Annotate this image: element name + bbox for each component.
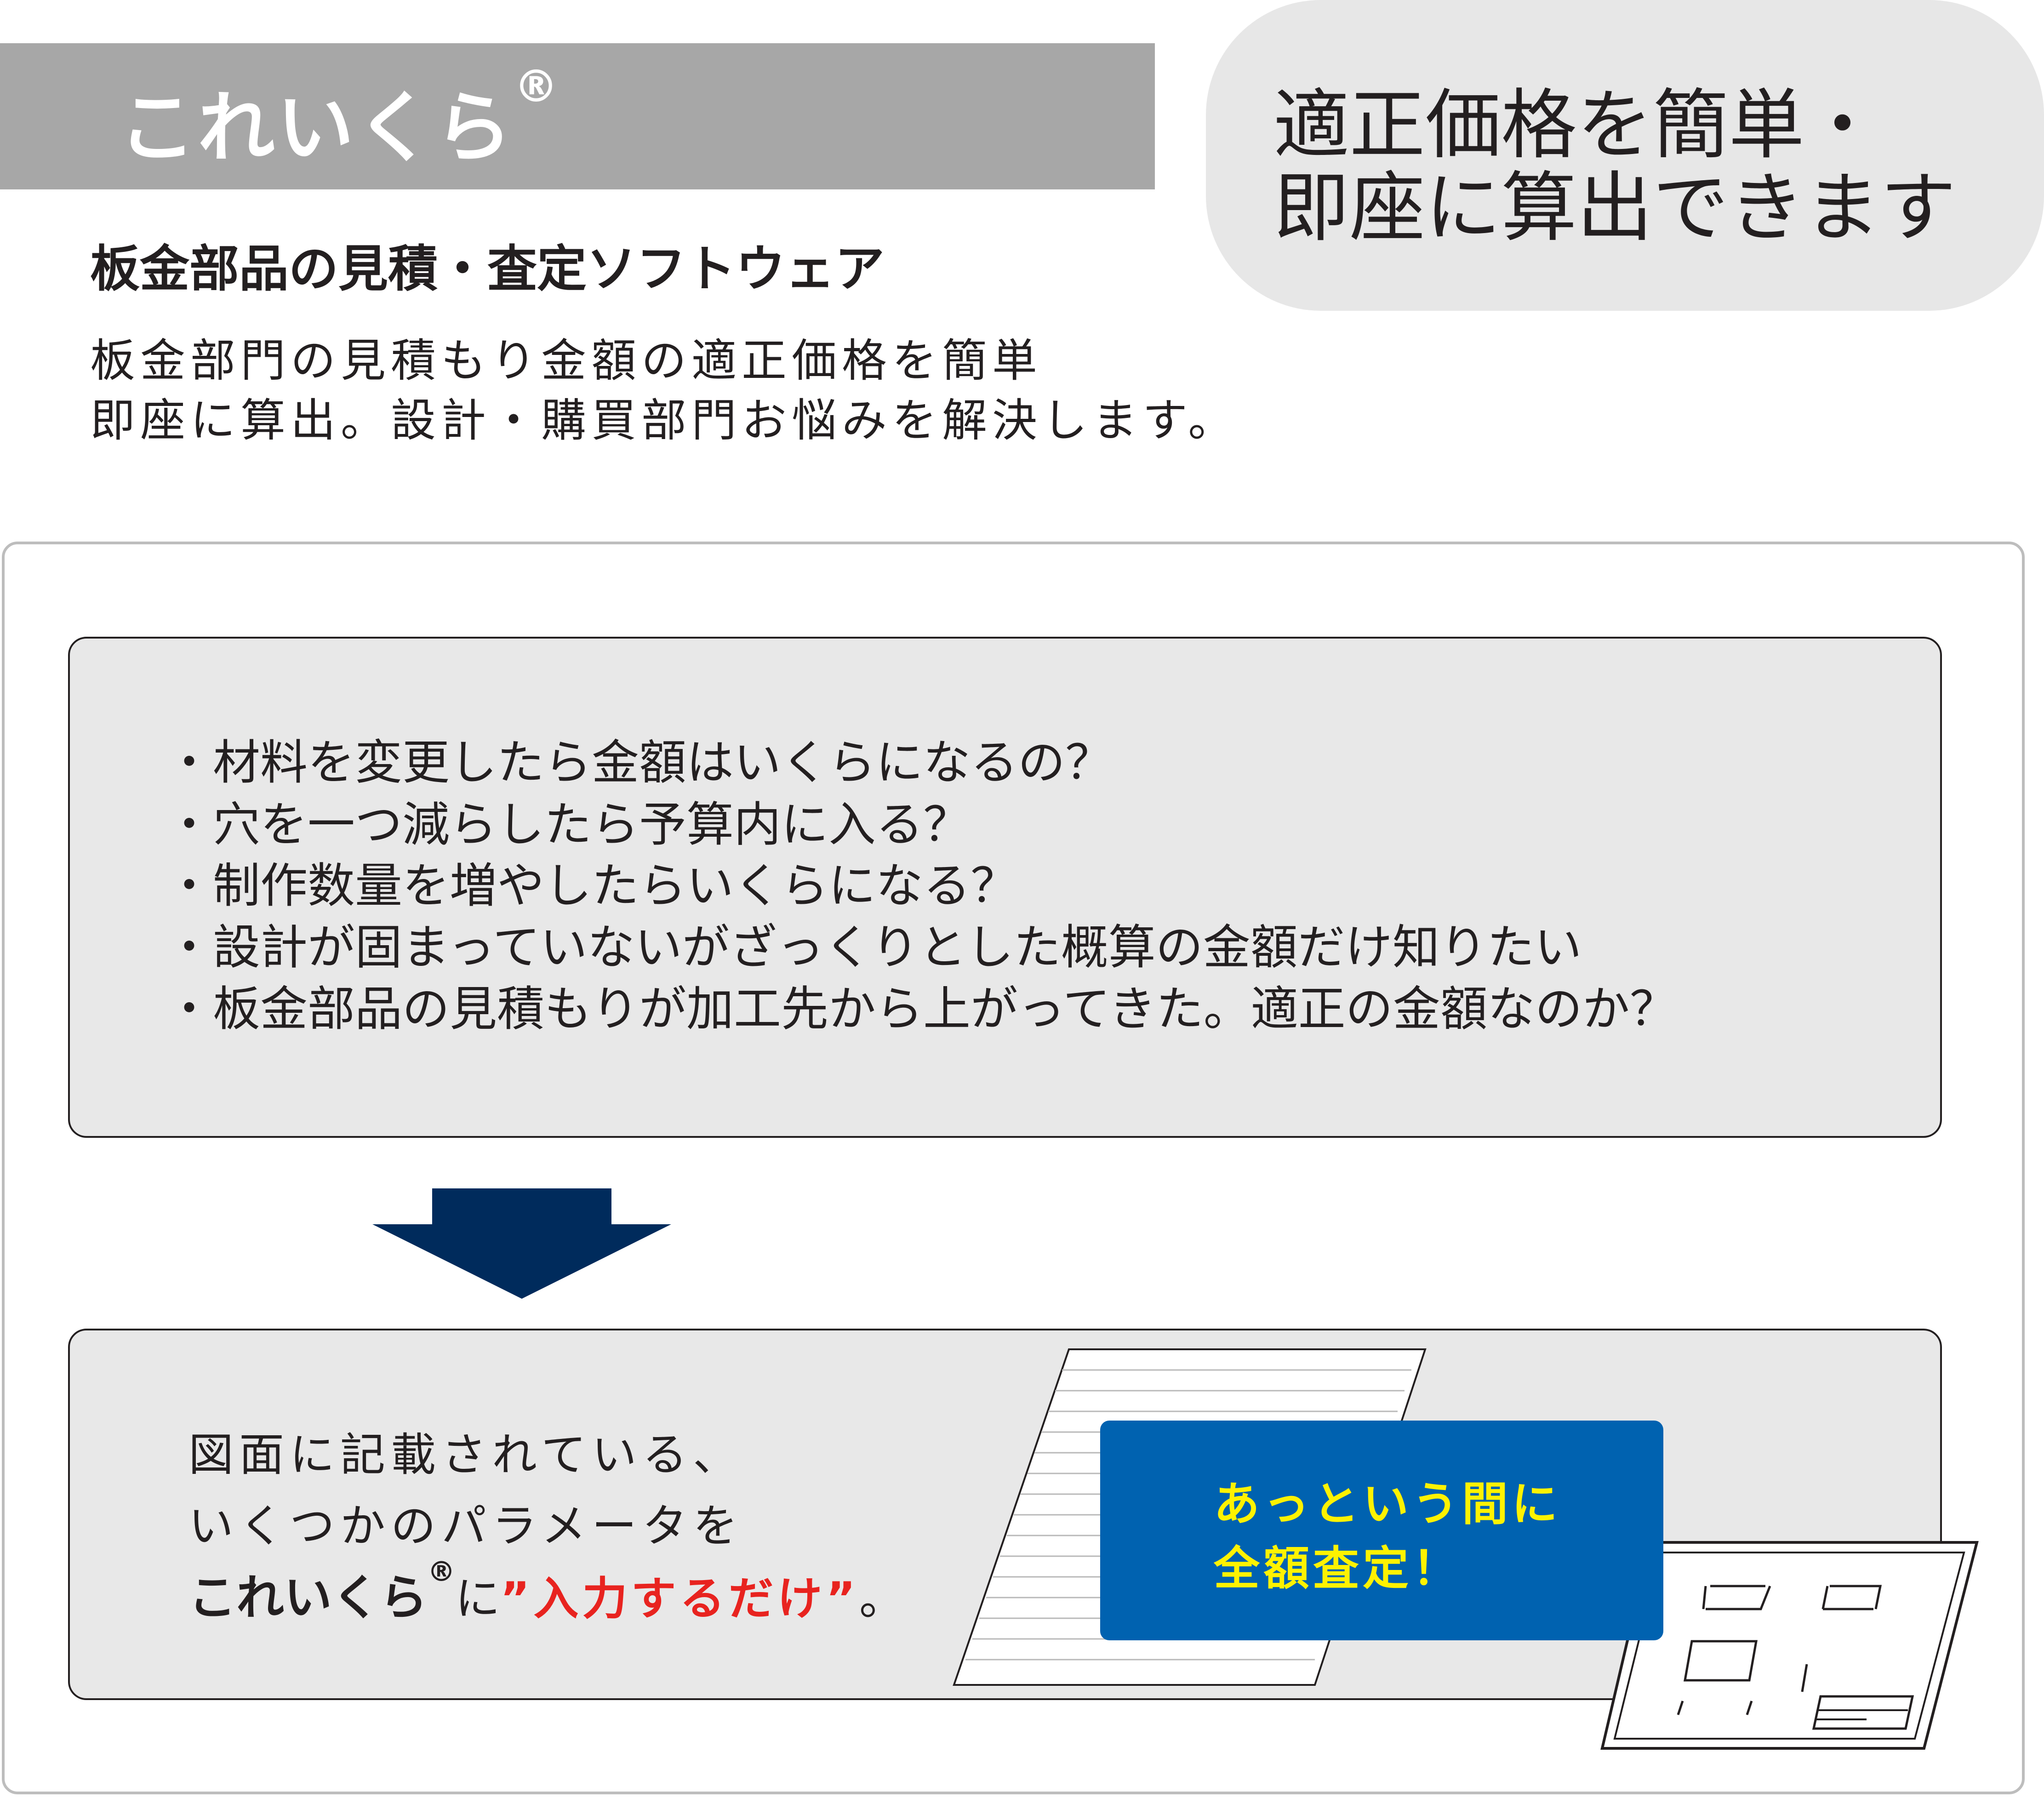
result-callout — [1100, 1421, 1663, 1640]
solution-line-1: 図面に記載されている、 — [188, 1429, 744, 1481]
solution-line-3: これいくら®に”入力するだけ”。 — [188, 1556, 904, 1628]
result-line-1: あっという間に — [1214, 1477, 1561, 1531]
solution-registered-mark: ® — [428, 1556, 456, 1588]
question-item: ・制作数量を増やしたらいくらになる？ — [166, 858, 1018, 913]
catch-copy-pill — [1206, 0, 2044, 311]
description-line-1: 板金部門の見積もり金額の適正価格を簡単 — [90, 335, 1043, 387]
solution-brand-name: これいくら — [188, 1570, 428, 1626]
solution-period: 。 — [859, 1573, 904, 1625]
solution-emphasis: ”入力するだけ” — [500, 1573, 859, 1625]
down-arrow-icon — [372, 1188, 671, 1299]
question-item: ・設計が固まっていないがざっくりとした概算の金額だけ知りたい — [166, 920, 1582, 975]
description-line-2: 即座に算出。設計・購買部門お悩みを解決します。 — [90, 394, 1239, 447]
product-title: これいくら® — [119, 61, 560, 177]
result-line-2: 全額査定！ — [1214, 1541, 1462, 1595]
question-item: ・板金部品の見積もりが加工先から上がってきた。適正の金額なのか？ — [166, 982, 1677, 1037]
solution-brand: これいくら® — [188, 1556, 455, 1626]
title-bar — [0, 43, 1155, 189]
catch-copy-line-1: 適正価格を簡単・ — [1273, 81, 1880, 169]
subtitle: 板金部品の見積・査定ソフトウェア — [90, 240, 885, 298]
blueprint-icon — [1600, 1541, 1979, 1750]
registered-mark: ® — [514, 61, 560, 112]
question-item: ・穴を一つ減らしたら予算内に入る？ — [166, 797, 971, 852]
solution-particle: に — [455, 1573, 501, 1625]
catch-copy-line-2: 即座に算出できます — [1273, 164, 1956, 252]
questions-panel — [68, 637, 1942, 1138]
product-name: これいくら — [119, 83, 514, 173]
question-item: ・材料を変更したら金額はいくらになるの？ — [166, 735, 1113, 790]
solution-line-2: いくつかのパラメータを — [188, 1500, 744, 1553]
